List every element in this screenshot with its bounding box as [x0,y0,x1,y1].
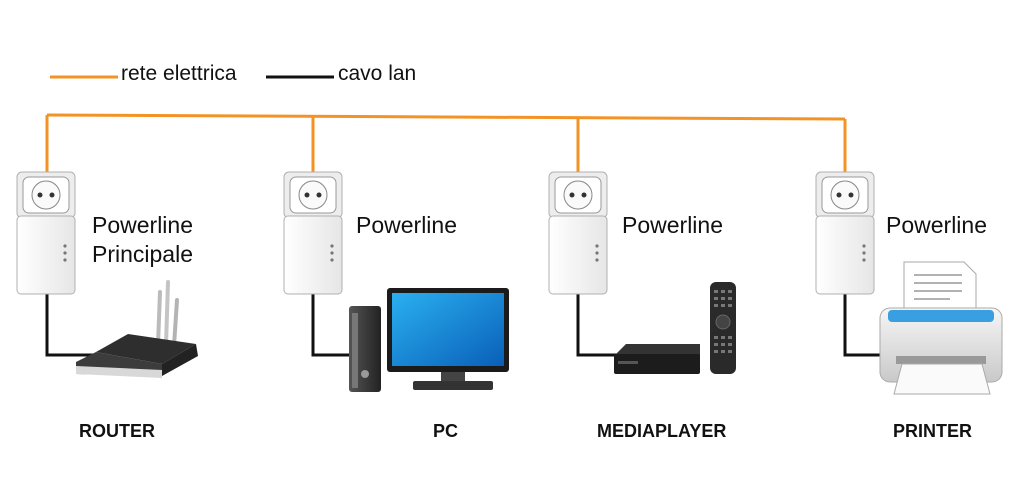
power-network [45,113,847,182]
pc-icon [349,288,509,392]
adapter-label-2: Powerline [356,211,457,240]
adapter-label-4: Powerline [886,211,987,240]
adapter-label-4-line1: Powerline [886,212,987,238]
mediaplayer-icon [614,282,736,374]
device-label-pc: PC [433,421,459,441]
adapter-label-3-line1: Powerline [622,212,723,238]
printer-icon [879,261,1003,395]
adapter-label-1-line2: Principale [92,241,193,267]
adapter-label-2-line1: Powerline [356,212,457,238]
adapter-4 [815,171,875,295]
adapter-label-3: Powerline [622,211,723,240]
legend-lan-label: cavo lan [338,62,417,85]
legend-power-label: rete elettrica [121,62,237,85]
router-icon [76,280,198,378]
adapter-2 [283,171,343,295]
adapter-3 [548,171,608,295]
device-label-router: ROUTER [79,421,155,441]
device-label-mediaplayer: MEDIAPLAYER [597,421,727,441]
lan-cables [45,292,882,357]
adapter-label-1-line1: Powerline [92,212,193,238]
device-label-printer: PRINTER [893,421,973,441]
adapter-label-1: Powerline Principale [92,211,193,269]
adapter-1 [16,171,76,295]
